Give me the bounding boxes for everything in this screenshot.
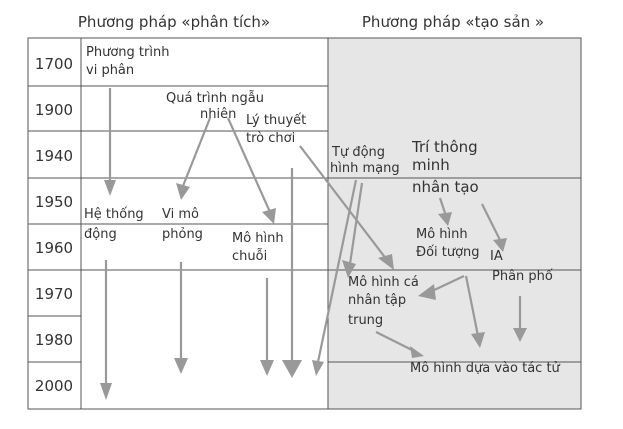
header-analytic: Phương pháp «phân tích» — [78, 13, 270, 31]
label-individual-models: Mô hình cá nhân tập trung — [348, 275, 423, 328]
arrow — [375, 331, 417, 353]
label-agent-models: Mô hình dựa vào tác tử — [410, 361, 561, 376]
arrow — [181, 117, 212, 187]
arrow — [316, 179, 358, 363]
label-distributed: Phân phố — [492, 269, 553, 284]
arrow — [429, 275, 465, 293]
year-label: 1950 — [35, 193, 73, 211]
year-label: 1960 — [35, 239, 73, 257]
arrow — [348, 182, 364, 265]
label-game-theory: Lý thuyết trò chơi — [246, 113, 310, 146]
labels: Phương trình vi phân Quá trình ngẫu nhiê… — [84, 45, 561, 376]
arrow — [481, 203, 501, 241]
arrow — [464, 275, 480, 337]
header-generative: Phương pháp «tạo sản » — [362, 13, 544, 31]
year-label: 1940 — [35, 147, 73, 165]
generative-column-shade — [328, 38, 581, 409]
label-differential-equations: Phương trình vi phân — [86, 45, 174, 78]
arrow — [299, 145, 388, 261]
label-object-models: Mô hình Đối tượng — [416, 227, 480, 260]
label-random-processes: Quá trình ngẫu nhiên — [166, 91, 268, 122]
label-automata: Tự động hình mạng — [330, 145, 400, 176]
arrow-heads — [100, 180, 527, 400]
label-microsimulation: Vi mô phỏng — [162, 207, 203, 242]
label-chain-models: Mô hình chuỗi — [232, 231, 288, 264]
label-ai: Trí thông minh nhân tạo — [411, 138, 482, 196]
year-label: 1980 — [35, 331, 73, 349]
label-ia: IA — [490, 249, 503, 264]
year-label: 1700 — [35, 55, 73, 73]
year-labels: 1700 1900 1940 1950 1960 1970 1980 2000 — [35, 55, 73, 395]
year-label: 1970 — [35, 285, 73, 303]
arrow — [226, 117, 272, 213]
label-systems: Hệ thống động — [84, 207, 148, 242]
arrows — [104, 88, 522, 386]
year-label: 2000 — [35, 377, 73, 395]
grid — [27, 37, 582, 410]
year-label: 1900 — [35, 101, 73, 119]
